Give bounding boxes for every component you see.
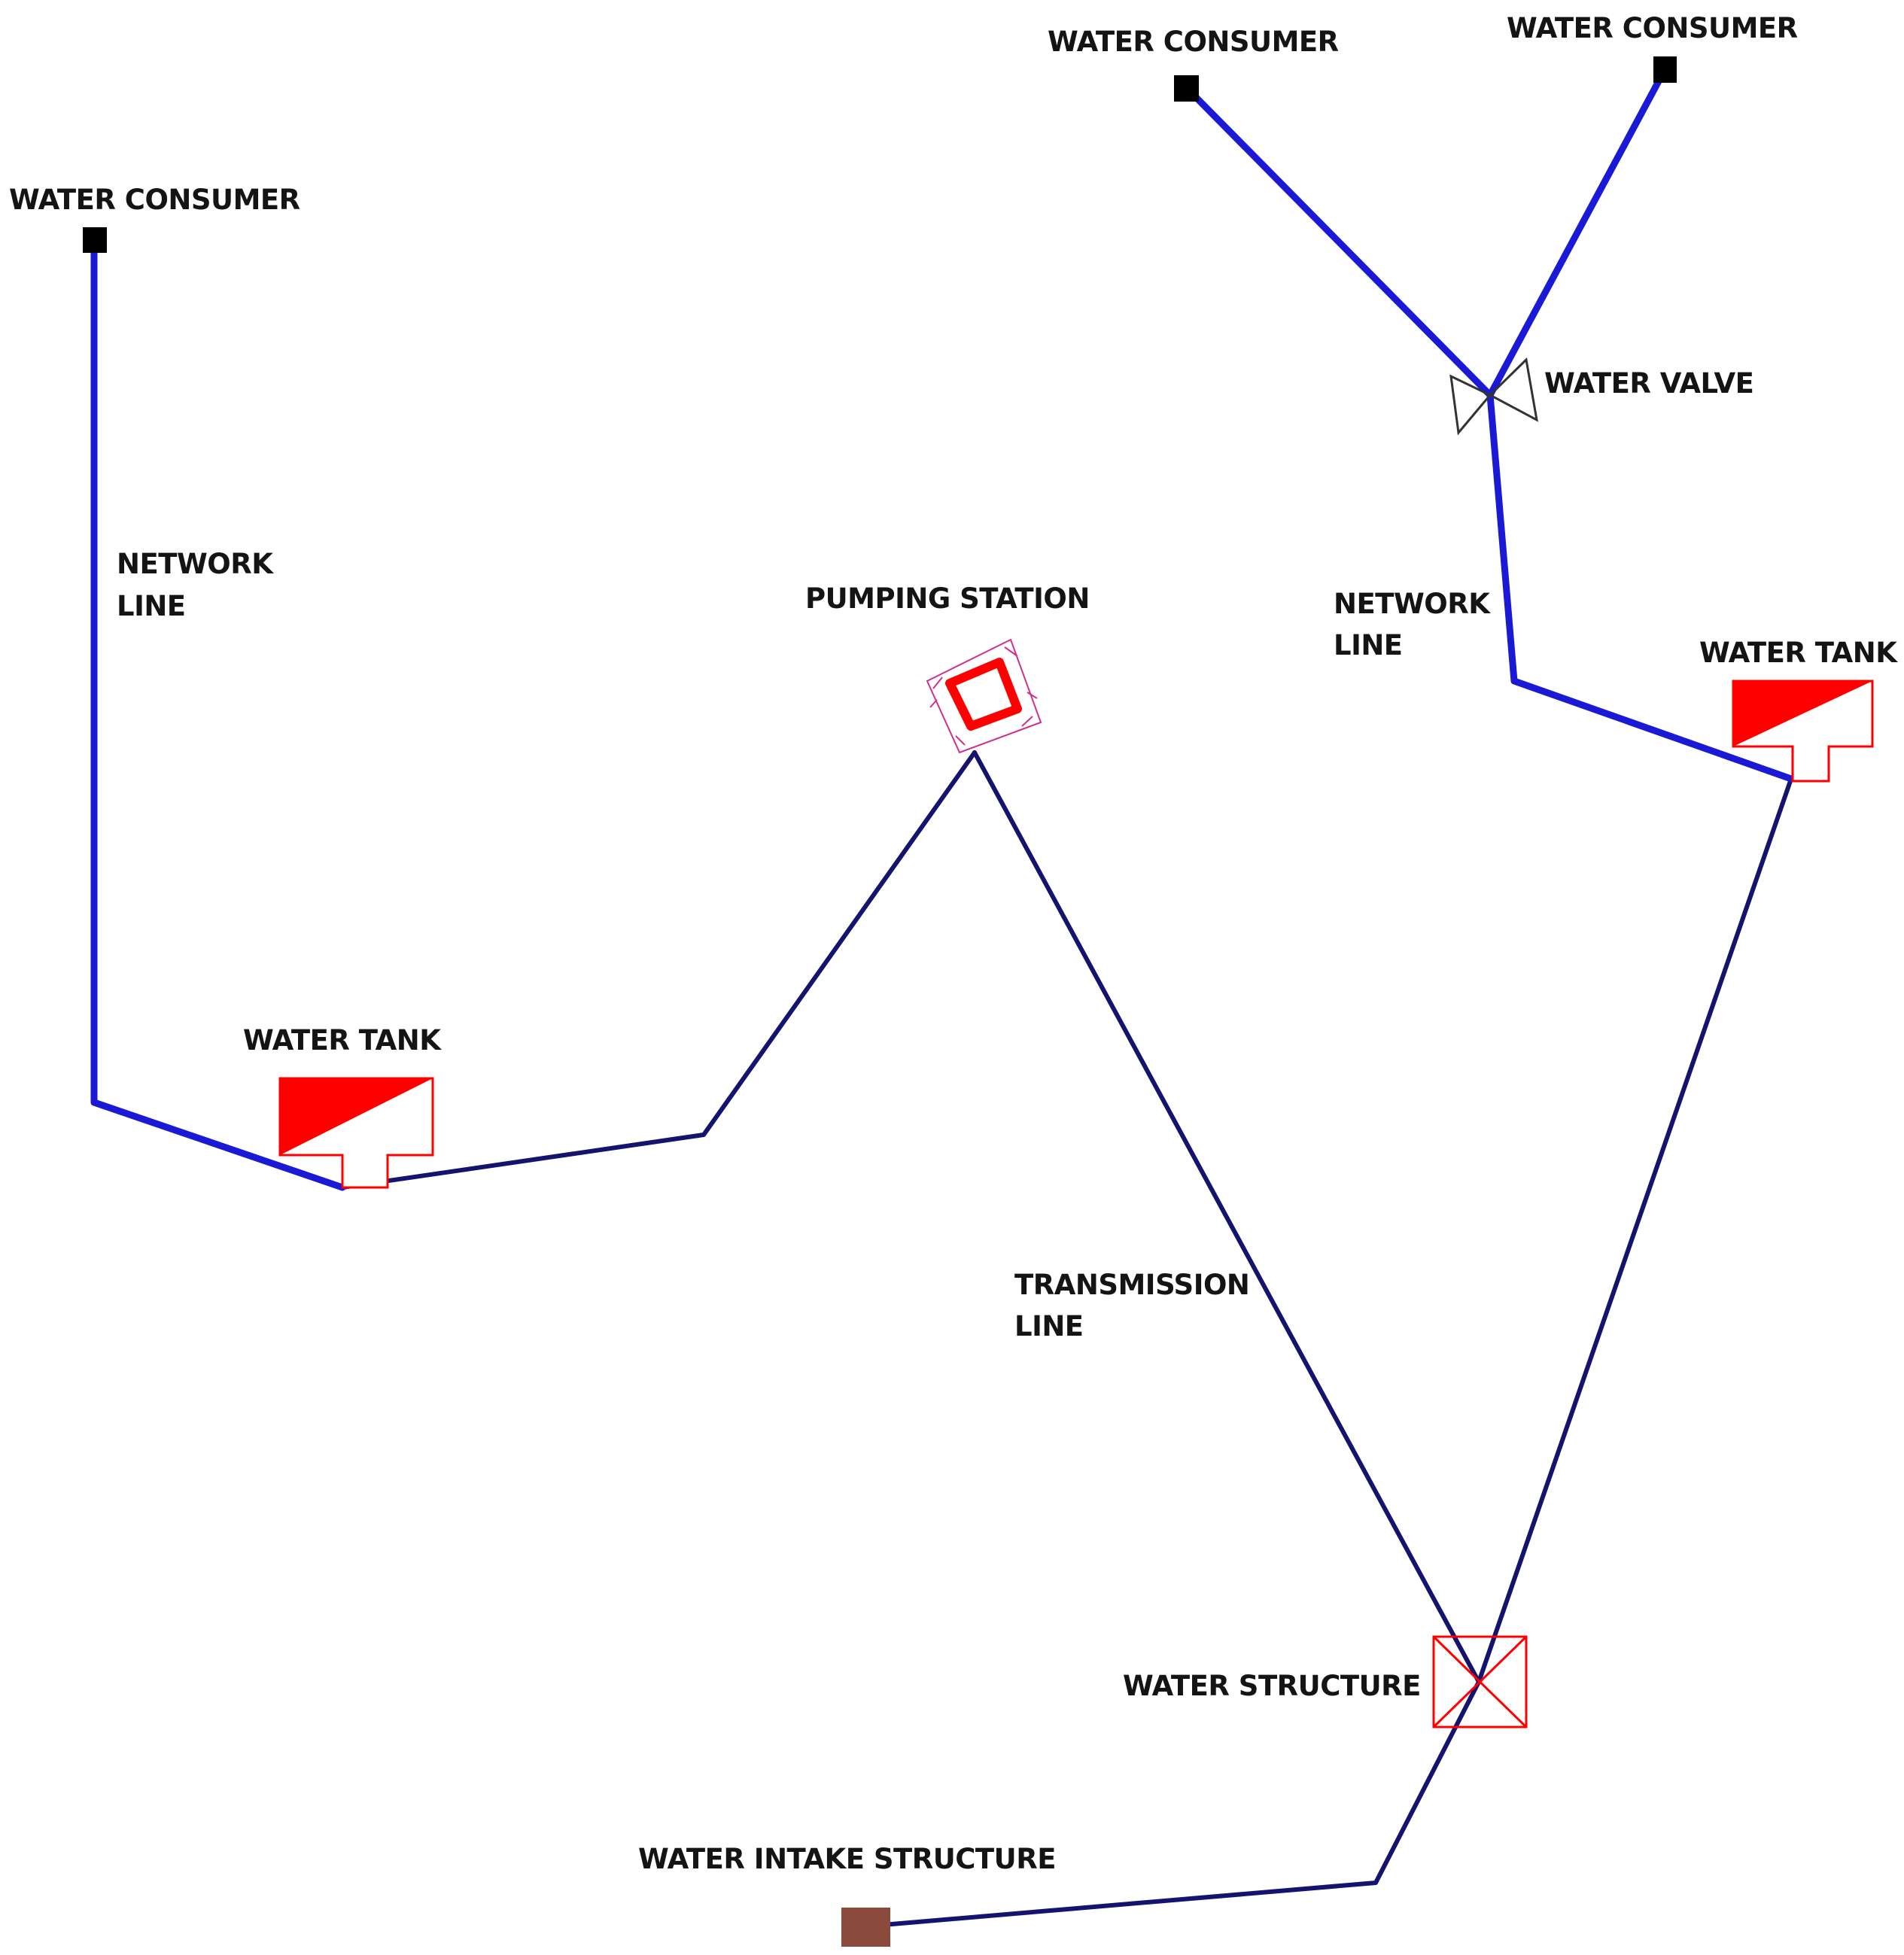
label-water-valve: WATER VALVE: [1544, 367, 1753, 400]
label-transmission-line-2: LINE: [1014, 1310, 1084, 1342]
transmission-lines: [340, 750, 1793, 1929]
network-line-valve-to-consumer-right: [1486, 66, 1668, 399]
water-tank-left-icon: [278, 1077, 434, 1189]
label-water-consumer-top-right: WATER CONSUMER: [1507, 12, 1798, 44]
water-consumer-top-middle-icon: [1174, 75, 1199, 102]
water-tank-right-icon: [1732, 680, 1874, 783]
transmission-line-pump-to-left-tank: [340, 750, 977, 1190]
network-line-left: [90, 245, 346, 1191]
pumping-station-icon: [926, 638, 1042, 754]
transmission-line-intake-to-structure: [863, 1680, 1481, 1929]
label-water-tank-right: WATER TANK: [1699, 637, 1898, 669]
label-water-intake-structure: WATER INTAKE STRUCTURE: [638, 1843, 1056, 1875]
network-lines: [90, 66, 1795, 1191]
water-intake-structure-icon: [841, 1908, 890, 1947]
label-network-line-right-2: LINE: [1334, 629, 1403, 661]
label-water-consumer-top-middle: WATER CONSUMER: [1048, 26, 1339, 58]
label-transmission-line-1: TRANSMISSION: [1014, 1269, 1249, 1301]
water-valve-icon: [1449, 357, 1539, 436]
label-water-tank-left: WATER TANK: [243, 1024, 442, 1057]
label-water-consumer-left: WATER CONSUMER: [9, 184, 300, 216]
water-consumer-top-right-icon: [1653, 56, 1677, 83]
label-network-line-left-1: NETWORK: [117, 548, 274, 580]
network-line-right: [1486, 391, 1795, 783]
transmission-line-structure-to-pump: [972, 750, 1481, 1684]
label-water-structure: WATER STRUCTURE: [1123, 1670, 1421, 1702]
network-line-valve-to-consumer-middle: [1184, 85, 1494, 399]
transmission-line-structure-to-right-tank: [1477, 777, 1793, 1684]
label-network-line-right-1: NETWORK: [1334, 588, 1491, 620]
label-pumping-station: PUMPING STATION: [805, 582, 1090, 615]
water-consumer-left-icon: [83, 227, 107, 253]
water-structure-icon: [1432, 1635, 1528, 1728]
labels: WATER CONSUMER WATER CONSUMER WATER CONS…: [9, 12, 1899, 1875]
label-network-line-left-2: LINE: [117, 590, 186, 622]
